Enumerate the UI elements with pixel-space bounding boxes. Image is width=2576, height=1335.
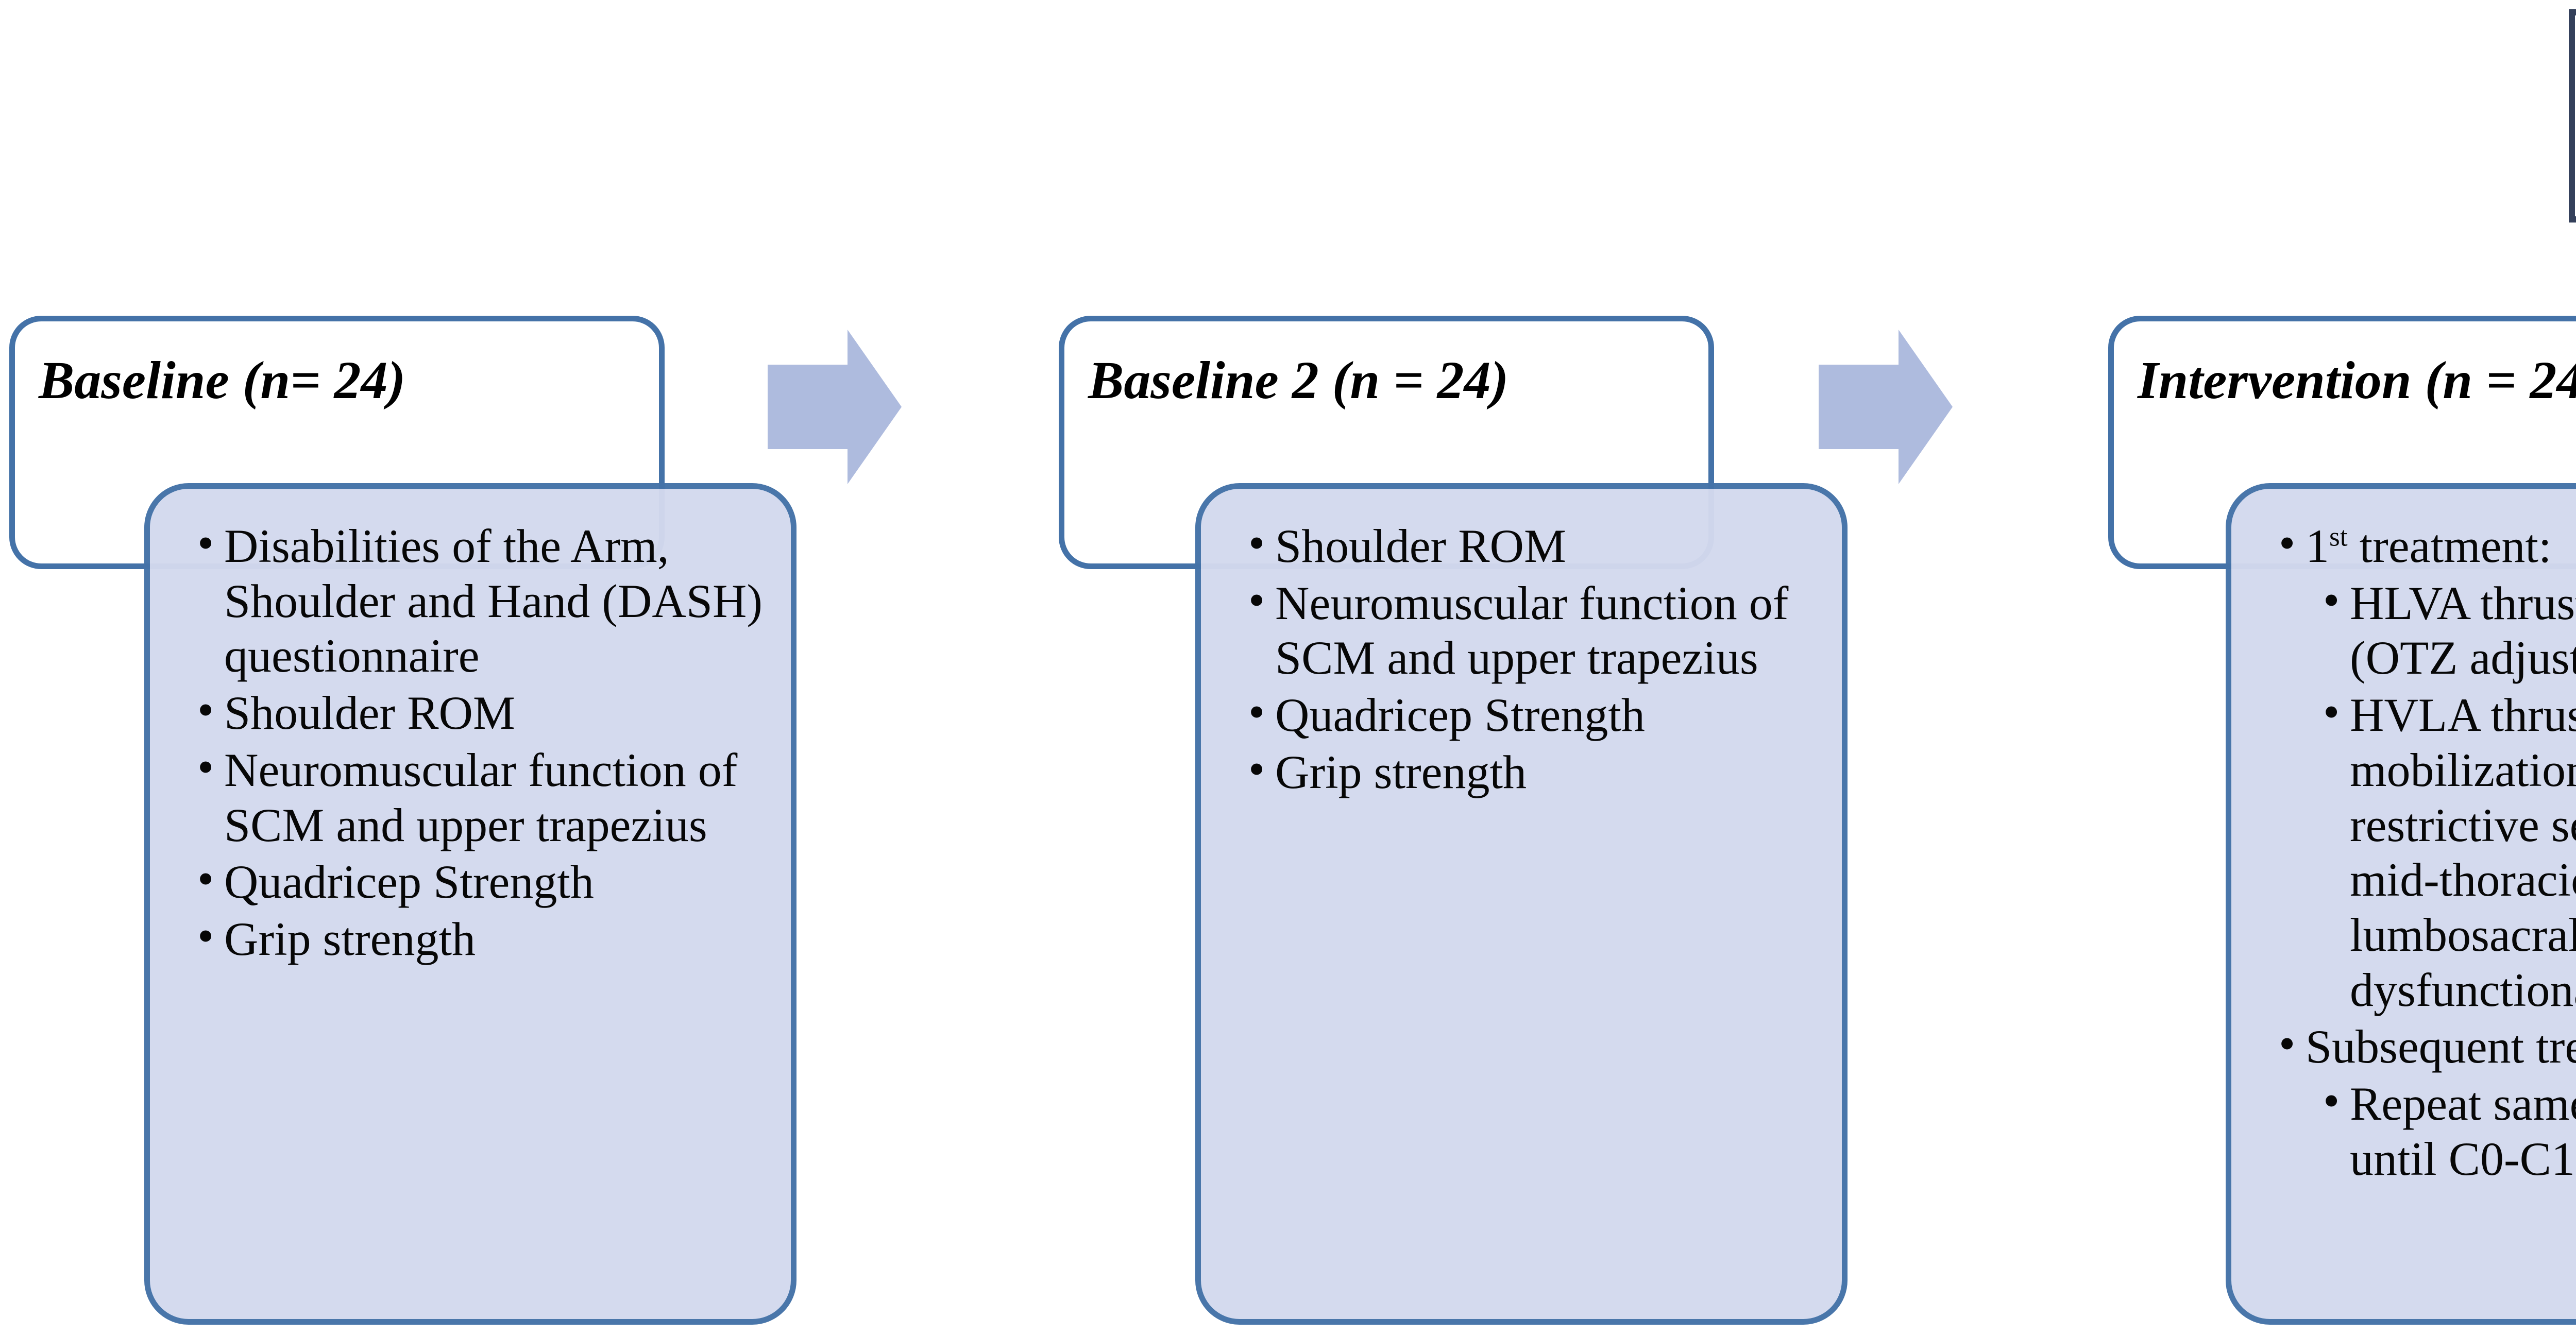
flow-arrow-icon-1 xyxy=(768,330,902,484)
list-item: Grip strength xyxy=(1245,742,1821,800)
list-item: Repeat same procedure until C0-C1 resolv… xyxy=(2320,1073,2576,1186)
list-item: Grip strength xyxy=(194,909,770,967)
list-item: Quadricep Strength xyxy=(1245,684,1821,743)
list-item: Disabilities of the Arm, Shoulder and Ha… xyxy=(194,516,770,683)
list-item: Shoulder ROM xyxy=(1245,516,1821,574)
stage-title: Intervention (n = 24) xyxy=(2138,351,2576,410)
stage-body-intervention: 1st treatment: HLVA thrust of C0-C1 (OTZ… xyxy=(2226,483,2576,1325)
ordinal-rest: treatment: xyxy=(2347,520,2552,572)
treatment-list-intervention: 1st treatment: HLVA thrust of C0-C1 (OTZ… xyxy=(2276,516,2576,1189)
stage-body-baseline: Disabilities of the Arm, Shoulder and Ha… xyxy=(144,483,796,1325)
list-item: Shoulder ROM xyxy=(194,682,770,741)
list-item: Quadricep Strength xyxy=(194,851,770,910)
ordinal-suffix: st xyxy=(2329,521,2348,552)
excluded-box: Excluded (n =2) Reason: head injury (n =… xyxy=(2569,9,2576,222)
list-item: HLVA thrust of C0-C1 (OTZ adjustment) xyxy=(2320,573,2576,686)
list-item: HVLA thrusts and/or mobilizations for re… xyxy=(2320,684,2576,1017)
list-item: 1st treatment: xyxy=(2276,516,2576,574)
stage-body-baseline-2: Shoulder ROM Neuromuscular function of S… xyxy=(1195,483,1848,1325)
stage-title: Baseline (n= 24) xyxy=(39,351,406,410)
measure-list-baseline: Disabilities of the Arm, Shoulder and Ha… xyxy=(194,516,770,969)
list-item: Neuromuscular function of SCM and upper … xyxy=(1245,573,1821,686)
list-item: Neuromuscular function of SCM and upper … xyxy=(194,740,770,852)
list-item: Subsequent treatments: xyxy=(2276,1016,2576,1074)
ordinal-prefix: 1 xyxy=(2306,520,2329,572)
stage-title: Baseline 2 (n = 24) xyxy=(1088,351,1509,410)
flow-arrow-icon-2 xyxy=(1819,330,1953,484)
measure-list-baseline-2: Shoulder ROM Neuromuscular function of S… xyxy=(1245,516,1821,802)
